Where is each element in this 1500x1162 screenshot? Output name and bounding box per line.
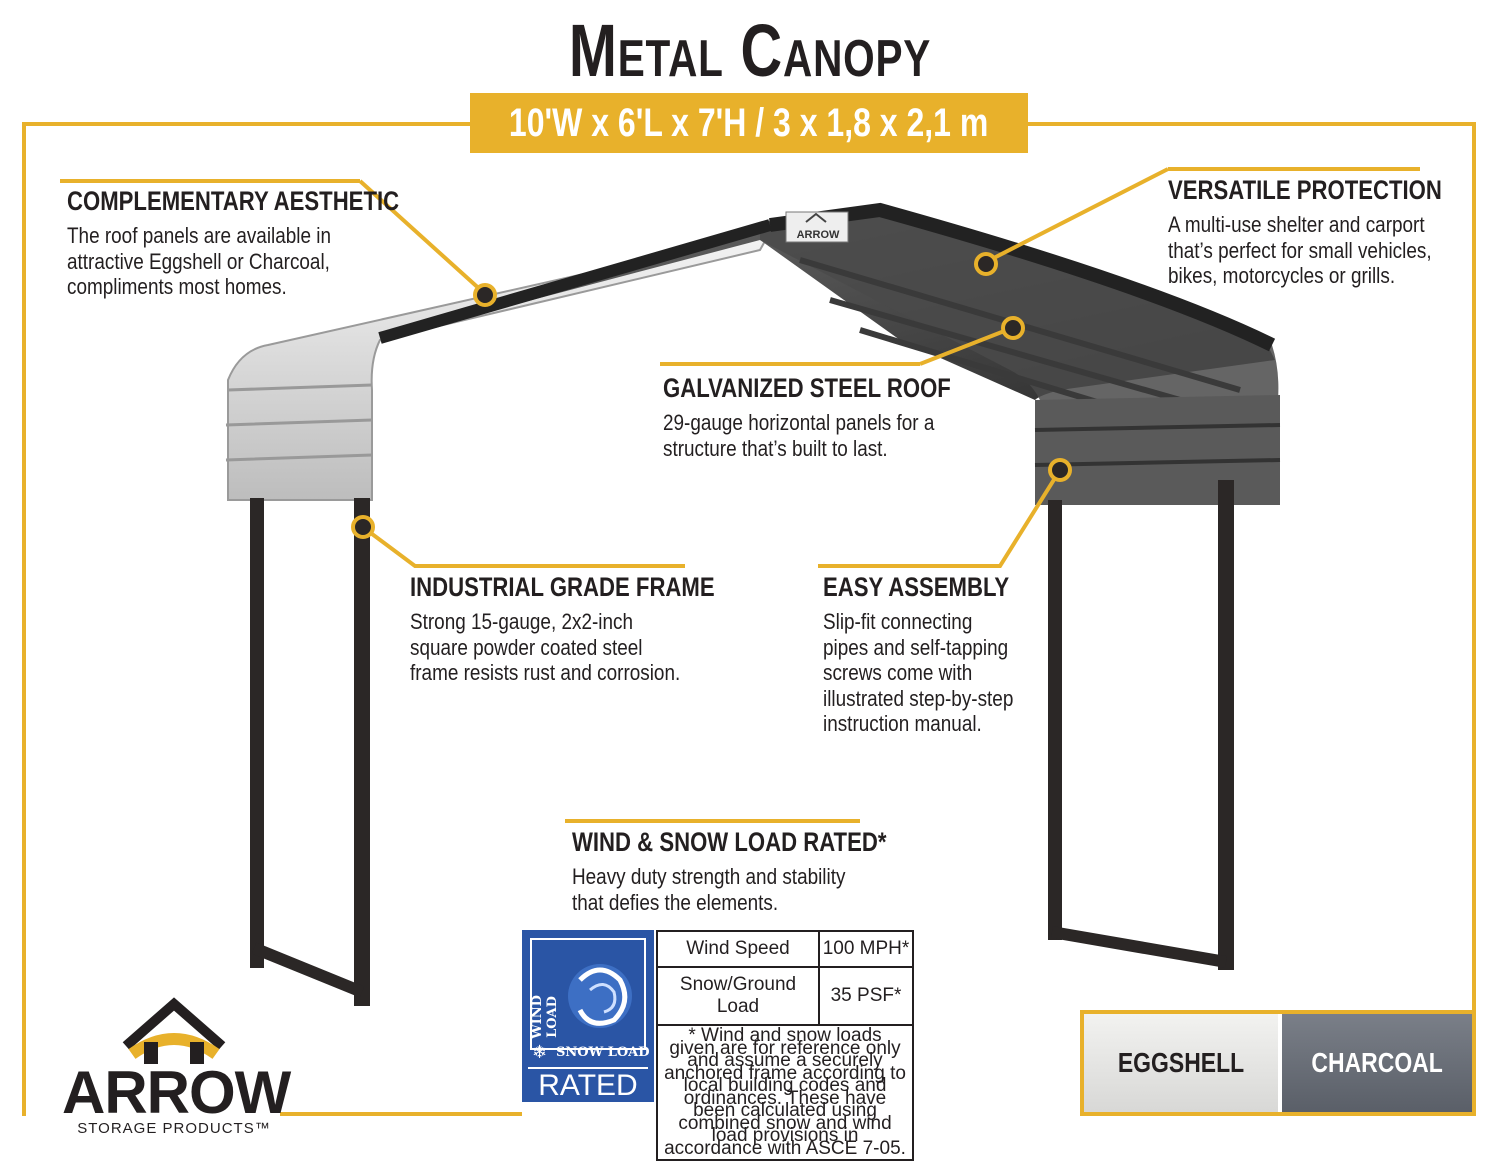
frame-left <box>22 122 26 1116</box>
snowflake-icon: ❄ <box>532 1042 548 1062</box>
callout-line <box>60 179 360 183</box>
table-row: * Wind and snow loads given are for refe… <box>656 1024 914 1161</box>
dimensions-banner: 10'W x 6'L x 7'H / 3 x 1,8 x 2,1 m <box>470 93 1028 153</box>
badge-rated-text: RATED <box>528 1067 648 1103</box>
table-cell: 100 MPH* <box>818 930 914 968</box>
table-cell: 35 PSF* <box>818 966 914 1026</box>
feature-roof: GALVANIZED STEEL ROOF 29-gauge horizonta… <box>663 373 1123 461</box>
roof-badge-text: ARROW <box>796 229 840 241</box>
frame-right <box>1472 122 1476 1116</box>
frame-top-right <box>1028 122 1476 126</box>
frame-bottom <box>280 1112 522 1116</box>
feature-text: Slip-fit connecting pipes and self-tappi… <box>823 609 1014 736</box>
frame-top-left <box>22 122 470 126</box>
table-cell: Wind Speed <box>656 930 820 968</box>
feature-text: A multi-use shelter and carport that’s p… <box>1168 212 1432 288</box>
table-row: Snow/Ground Load 35 PSF* <box>656 966 914 1026</box>
page-title: Metal Canopy <box>568 9 932 92</box>
feature-heading: WIND & SNOW LOAD RATED* <box>572 827 887 857</box>
feature-text: Strong 15-gauge, 2x2-inch square powder … <box>410 609 681 685</box>
arrow-logo-icon <box>122 997 226 1064</box>
table-footnote: * Wind and snow loads given are for refe… <box>656 1024 914 1161</box>
brand-name: ARROW <box>62 1059 291 1126</box>
swatch-frame <box>1080 1010 1476 1116</box>
table-cell: Snow/Ground Load <box>656 966 820 1026</box>
feature-protection: VERSATILE PROTECTION A multi-use shelter… <box>1168 175 1500 289</box>
feature-frame: INDUSTRIAL GRADE FRAME Strong 15-gauge, … <box>410 572 870 686</box>
badge-snow-text: SNOW LOAD <box>556 1045 650 1060</box>
swatch-eggshell: EGGSHELL <box>1084 1014 1278 1112</box>
feature-assembly: EASY ASSEMBLY Slip-fit connecting pipes … <box>823 572 1283 737</box>
table-row: Wind Speed 100 MPH* <box>656 930 914 968</box>
swatch-charcoal: CHARCOAL <box>1282 1014 1472 1112</box>
feature-heading: EASY ASSEMBLY <box>823 572 1010 602</box>
swirl-icon <box>568 964 632 1028</box>
feature-text: The roof panels are available in attract… <box>67 223 331 299</box>
load-table: Wind Speed 100 MPH* Snow/Ground Load 35 … <box>656 930 914 1161</box>
feature-heading: COMPLEMENTARY AESTHETIC <box>67 186 400 216</box>
feature-heading: VERSATILE PROTECTION <box>1168 175 1442 205</box>
feature-text: 29-gauge horizontal panels for a structu… <box>663 410 935 461</box>
feature-heading: INDUSTRIAL GRADE FRAME <box>410 572 715 602</box>
load-rated-badge: WIND LOAD ❄ SNOW LOAD RATED <box>522 930 654 1102</box>
feature-load: WIND & SNOW LOAD RATED* Heavy duty stren… <box>572 827 1032 915</box>
feature-aesthetic: COMPLEMENTARY AESTHETIC The roof panels … <box>67 186 527 300</box>
brand-tagline: STORAGE PRODUCTS™ <box>77 1120 271 1137</box>
feature-heading: GALVANIZED STEEL ROOF <box>663 373 951 403</box>
feature-text: Heavy duty strength and stability that d… <box>572 864 846 915</box>
